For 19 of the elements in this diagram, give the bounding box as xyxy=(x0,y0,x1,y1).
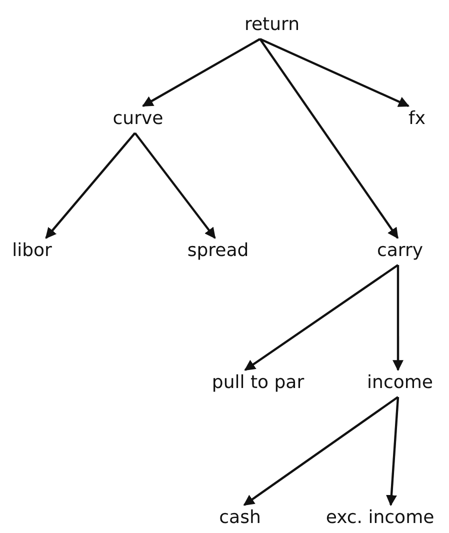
arrow xyxy=(386,396,400,506)
node-label: cash xyxy=(219,507,261,529)
node-label: curve xyxy=(112,108,164,130)
node-label: income xyxy=(367,372,433,394)
arrow xyxy=(260,38,410,107)
arrow xyxy=(259,38,399,239)
node-label: carry xyxy=(376,240,424,262)
arrow xyxy=(243,396,399,506)
node-label: return xyxy=(244,14,300,36)
arrow xyxy=(134,132,216,239)
node-label: libor xyxy=(12,240,52,262)
node-label: pull to par xyxy=(212,372,304,394)
node-label: spread xyxy=(187,240,249,262)
arrow xyxy=(392,265,404,372)
arrow xyxy=(244,264,399,371)
arrow xyxy=(142,38,261,107)
arrow xyxy=(45,132,136,239)
node-label: exc. income xyxy=(326,507,434,529)
node-label: fx xyxy=(408,108,426,130)
